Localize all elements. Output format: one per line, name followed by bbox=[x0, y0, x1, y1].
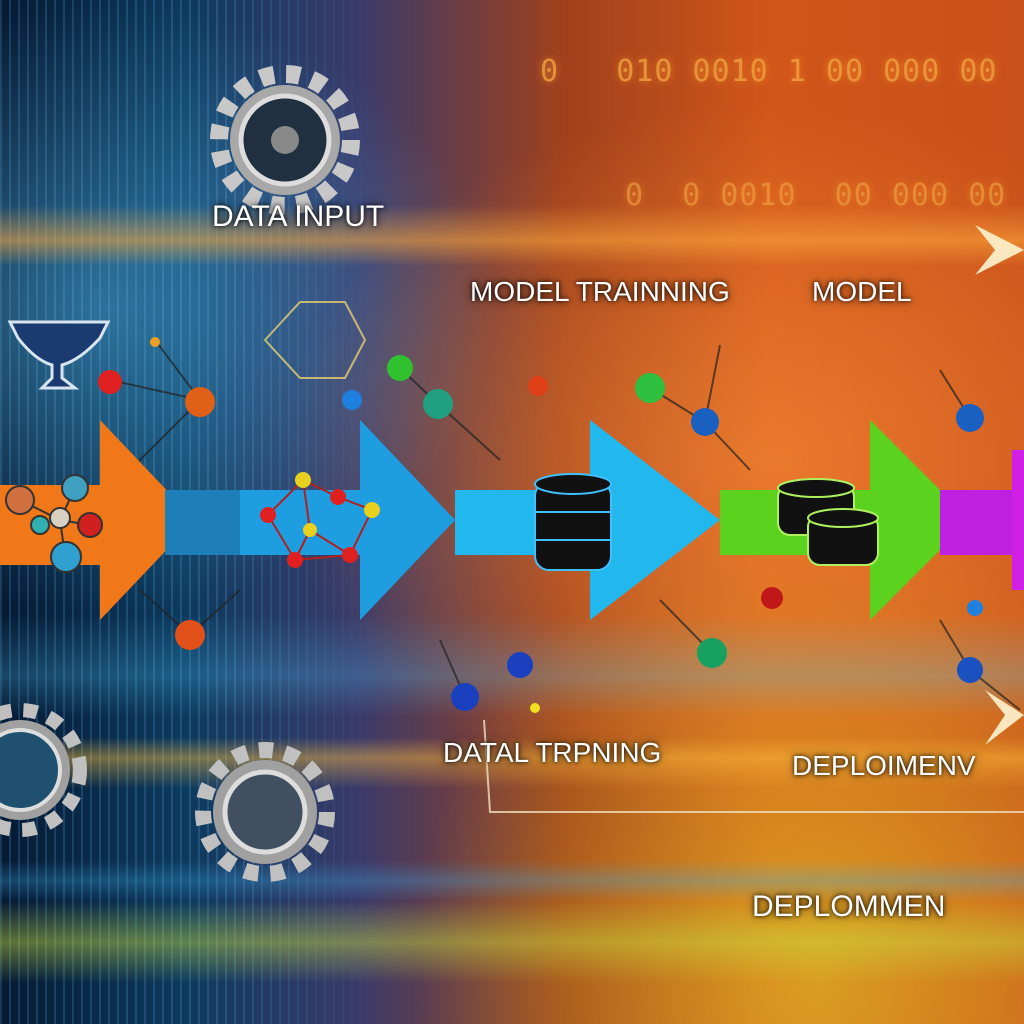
chevron-right-icon bbox=[985, 690, 1024, 745]
hexagon-outline bbox=[263, 301, 367, 379]
pipeline-arrow-2-head bbox=[240, 420, 455, 620]
network-icon bbox=[260, 472, 380, 568]
binary-row-middle: 0 0 0010 00 000 00 bbox=[625, 178, 1007, 213]
gear-icon-bottom bbox=[195, 742, 335, 882]
label-deployment-2: DEPLOMMEN bbox=[752, 890, 946, 923]
label-model-training: MODEL TRAINNING bbox=[470, 276, 730, 307]
label-data-input: DATA INPUT bbox=[212, 200, 385, 233]
label-data-training: DATAL TRPNING bbox=[443, 737, 662, 768]
database-icon bbox=[534, 473, 612, 571]
network-nodes bbox=[98, 337, 984, 713]
label-deployment-1: DEPLOIMENV bbox=[792, 750, 976, 781]
pipeline-arrow-5 bbox=[940, 490, 1024, 555]
database-stack-icon bbox=[777, 478, 879, 566]
funnel-icon bbox=[7, 320, 111, 390]
bracket-line bbox=[483, 719, 1024, 813]
magenta-block bbox=[1012, 450, 1024, 590]
gear-icon-left bbox=[0, 703, 87, 837]
binary-row-top: 0 010 0010 1 00 000 00 bbox=[540, 54, 998, 89]
molecule-icon bbox=[5, 474, 103, 573]
gear-icon-top bbox=[210, 65, 360, 215]
label-model: MODEL bbox=[812, 276, 912, 307]
chevron-right-icon bbox=[975, 225, 1024, 275]
